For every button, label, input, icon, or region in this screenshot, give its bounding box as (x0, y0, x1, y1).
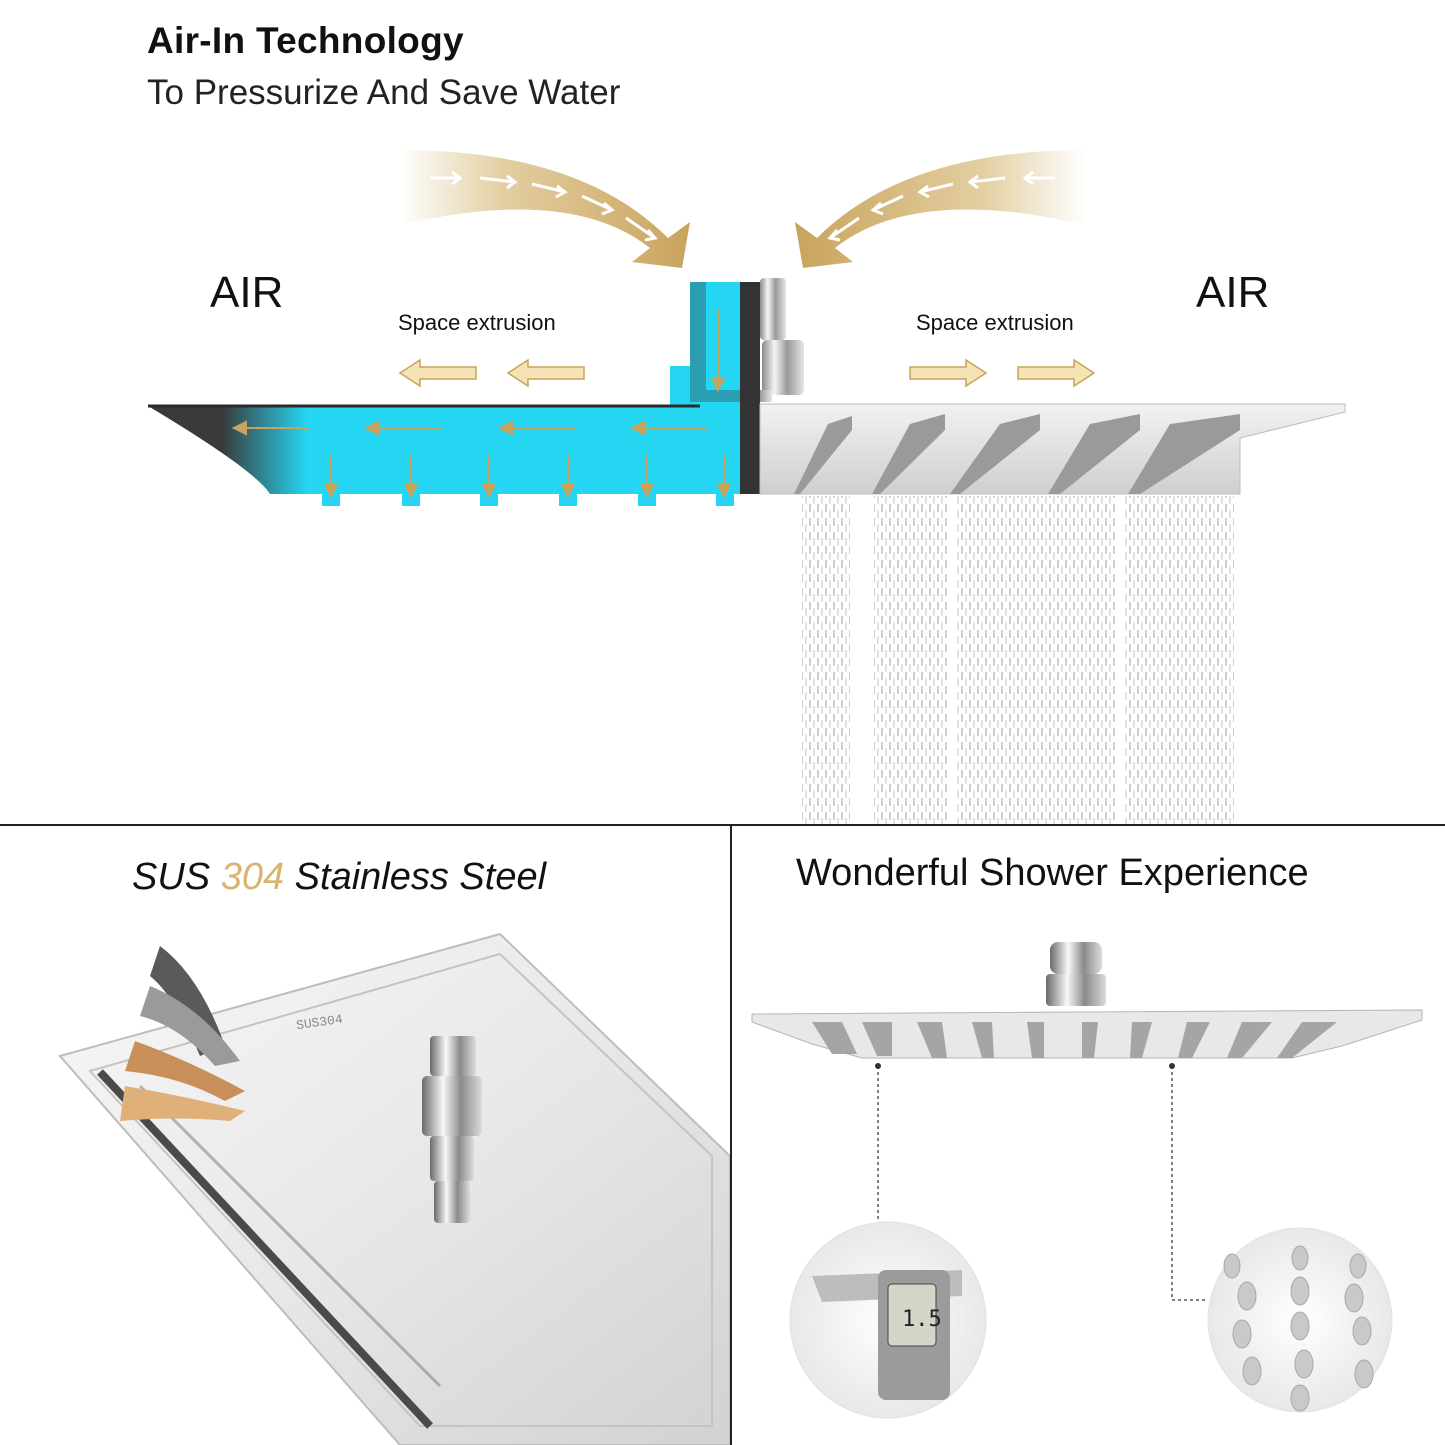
rain-streams (802, 496, 1234, 824)
steel-heading-prefix: SUS (132, 856, 211, 898)
water-cross-section (148, 282, 760, 506)
air-flow-arrow-right (795, 150, 1085, 268)
steel-heading: SUS 304 Stainless Steel (132, 856, 546, 899)
air-label-left: AIR (210, 268, 284, 317)
space-extrusion-label-left: Space extrusion (398, 310, 556, 335)
air-label-right: AIR (1196, 268, 1270, 317)
space-extrusion-arrows (398, 358, 1096, 388)
steel-heading-number: 304 (220, 856, 285, 898)
page-subtitle: To Pressurize And Save Water (147, 73, 621, 112)
vertical-divider (730, 826, 732, 1445)
shower-plate-right (759, 403, 1346, 495)
internal-flow-arrows (231, 310, 732, 499)
nozzle-closeup (1207, 1227, 1393, 1413)
air-flow-arrow-left (400, 150, 690, 268)
steel-connector (422, 1036, 482, 1223)
svg-text:1.5: 1.5 (902, 1307, 942, 1332)
horizontal-divider (0, 824, 1445, 826)
material-layers (120, 946, 245, 1121)
caliper-closeup: 1.5 (789, 1221, 987, 1419)
shower-detail-image: 1.5 (751, 942, 1423, 1419)
air-in-diagram (148, 150, 1346, 824)
space-extrusion-label-right: Space extrusion (916, 310, 1074, 335)
page-title: Air-In Technology (147, 20, 464, 61)
steel-heading-suffix: Stainless Steel (294, 856, 547, 898)
steel-plate-image (58, 932, 730, 1445)
shower-heading: Wonderful Shower Experience (796, 852, 1309, 894)
